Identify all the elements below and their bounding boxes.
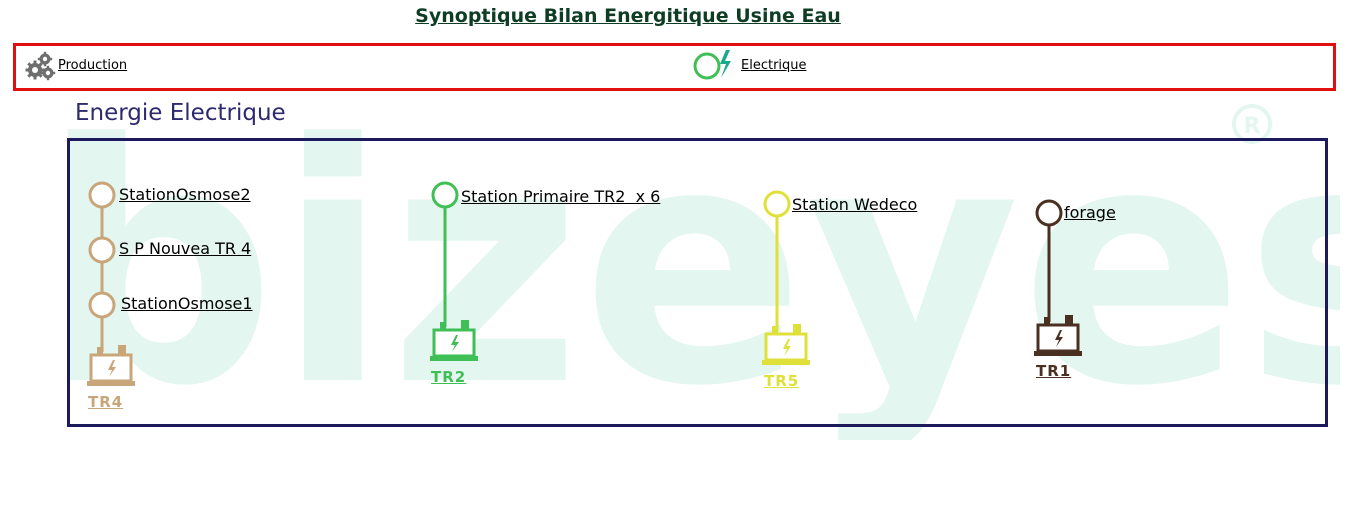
transformer-label-tr4[interactable]: TR4 [88, 393, 124, 411]
station-label-wedeco[interactable]: Station Wedeco [792, 195, 918, 214]
nav-link-electrique[interactable]: Electrique [741, 58, 807, 73]
station-label-primaire-tr2[interactable]: Station Primaire TR2 x 6 [461, 187, 661, 206]
transformer-label-tr1[interactable]: TR1 [1036, 362, 1072, 380]
transformer-icon-tr4[interactable] [89, 353, 133, 383]
transformer-icon-tr1[interactable] [1036, 323, 1080, 353]
transformer-icon-tr2[interactable] [432, 328, 476, 358]
svg-text:R: R [1244, 114, 1261, 139]
station-node-tr5-1[interactable] [763, 190, 791, 218]
registered-mark-icon: R [1232, 104, 1272, 144]
energy-panel [67, 138, 1328, 427]
station-node-tr4-1[interactable] [88, 181, 116, 209]
gears-icon[interactable] [23, 50, 57, 82]
page-title: Synoptique Bilan Energitique Usine Eau [415, 5, 841, 27]
transformer-label-tr2[interactable]: TR2 [431, 368, 467, 386]
station-label-forage[interactable]: forage [1064, 203, 1116, 222]
station-label-osmose1[interactable]: StationOsmose1 [121, 294, 253, 313]
nav-bar: Production Electrique [13, 43, 1336, 91]
nav-link-production[interactable]: Production [58, 58, 128, 73]
station-label-sp-nouvea[interactable]: S P Nouvea TR 4 [119, 239, 252, 258]
electric-meter-icon[interactable] [693, 48, 739, 82]
station-node-tr1-1[interactable] [1035, 199, 1063, 227]
station-node-tr4-2[interactable] [88, 236, 116, 264]
section-title: Energie Electrique [75, 100, 286, 126]
station-label-osmose2[interactable]: StationOsmose2 [119, 185, 251, 204]
transformer-label-tr5[interactable]: TR5 [764, 372, 800, 390]
transformer-icon-tr5[interactable] [764, 332, 808, 362]
station-node-tr2-1[interactable] [431, 181, 459, 209]
station-node-tr4-3[interactable] [88, 291, 116, 319]
